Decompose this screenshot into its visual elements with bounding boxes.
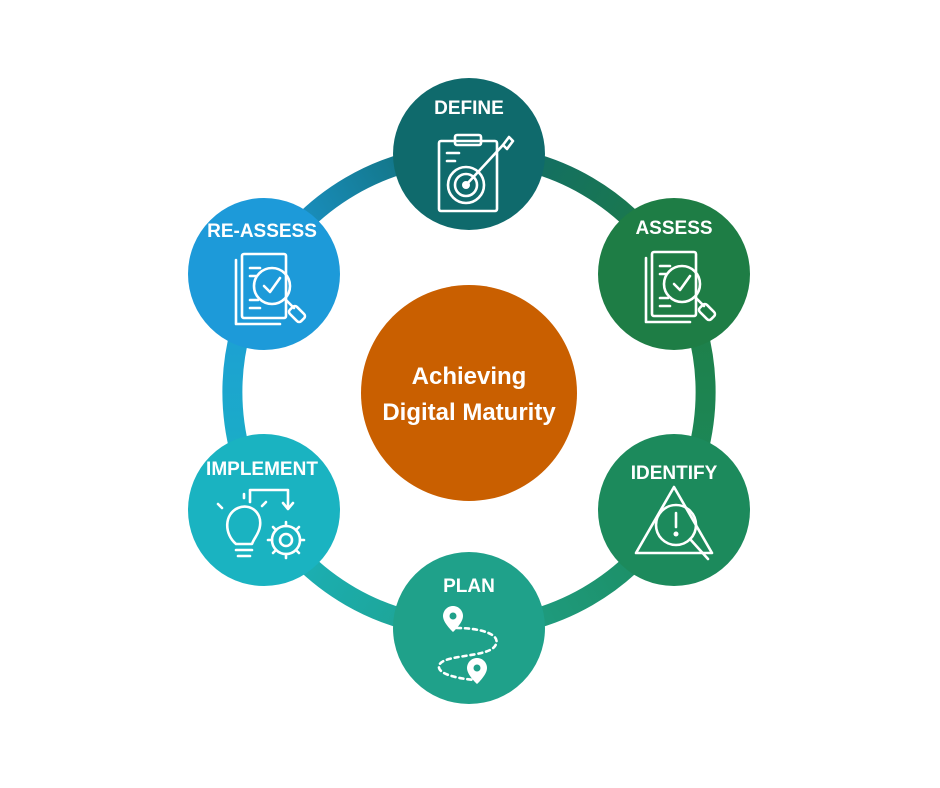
document-magnifier-check-icon [644, 250, 717, 324]
warning-magnifier-icon [634, 485, 714, 561]
stage-assess: ASSESS [598, 198, 750, 350]
document-magnifier-check-icon [234, 252, 307, 326]
stage-reassess: RE-ASSESS [188, 198, 340, 350]
route-map-pins-icon [437, 606, 498, 684]
center-title-line-1: Achieving [412, 363, 527, 390]
stage-implement-circle [188, 434, 340, 586]
stage-plan: PLAN [393, 552, 545, 704]
stage-identify-label: IDENTIFY [631, 463, 718, 484]
stage-implement-label: IMPLEMENT [206, 459, 318, 480]
stage-reassess-label: RE-ASSESS [207, 221, 317, 242]
lightbulb-gear-icon [216, 488, 306, 560]
clipboard-target-icon [437, 133, 515, 213]
center-title-line-2: Digital Maturity [382, 399, 556, 426]
stage-implement: IMPLEMENT [188, 434, 340, 586]
stage-assess-label: ASSESS [635, 218, 712, 239]
stage-identify: IDENTIFY [598, 434, 750, 586]
stage-define-circle [393, 78, 545, 230]
stage-plan-label: PLAN [443, 576, 495, 597]
stage-assess-circle [598, 198, 750, 350]
center-circle [361, 285, 577, 501]
stage-identify-circle [598, 434, 750, 586]
center-hub: Achieving Digital Maturity [361, 285, 577, 501]
stage-define: DEFINE [393, 78, 545, 230]
stage-define-label: DEFINE [434, 98, 504, 119]
